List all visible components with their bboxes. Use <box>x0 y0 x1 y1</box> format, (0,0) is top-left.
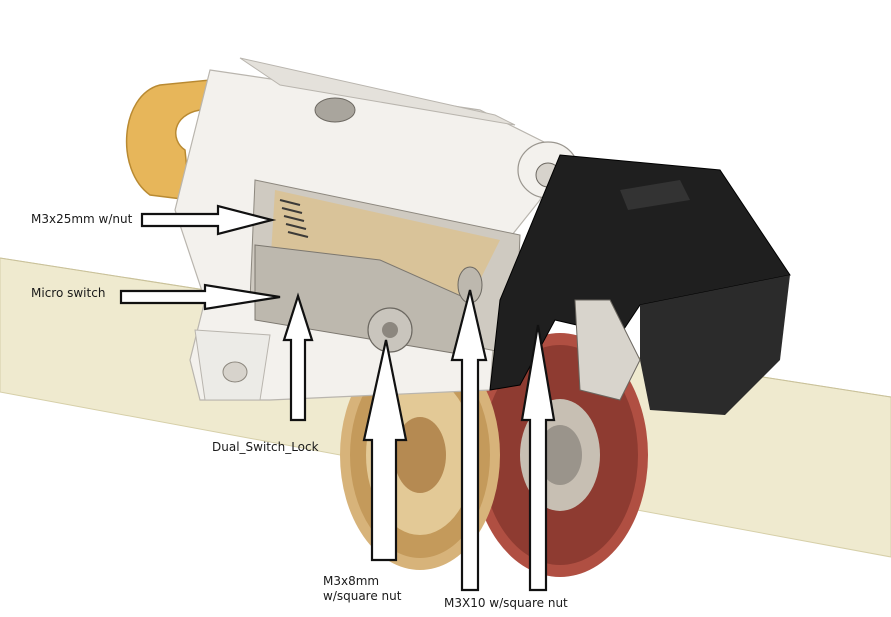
label-dual-switch-lock: Dual_Switch_Lock <box>212 440 319 454</box>
arrow-m3x10-secondary <box>520 324 556 592</box>
arrow-m3x8 <box>362 339 408 562</box>
label-m3x25: M3x25mm w/nut <box>31 212 133 226</box>
label-m3x8: M3x8mm w/square nut <box>323 574 402 603</box>
arrow-m3x25 <box>140 204 277 236</box>
arrow-dual-switch-lock <box>282 292 314 422</box>
arrow-micro-switch <box>119 283 281 311</box>
label-m3x10: M3X10 w/square nut <box>444 596 568 610</box>
arrow-m3x10 <box>450 289 488 592</box>
label-micro-switch: Micro switch <box>31 286 106 300</box>
spring <box>279 199 309 238</box>
black-part <box>489 154 791 415</box>
orange-clip <box>125 79 219 201</box>
annotation-arrows <box>119 204 556 592</box>
